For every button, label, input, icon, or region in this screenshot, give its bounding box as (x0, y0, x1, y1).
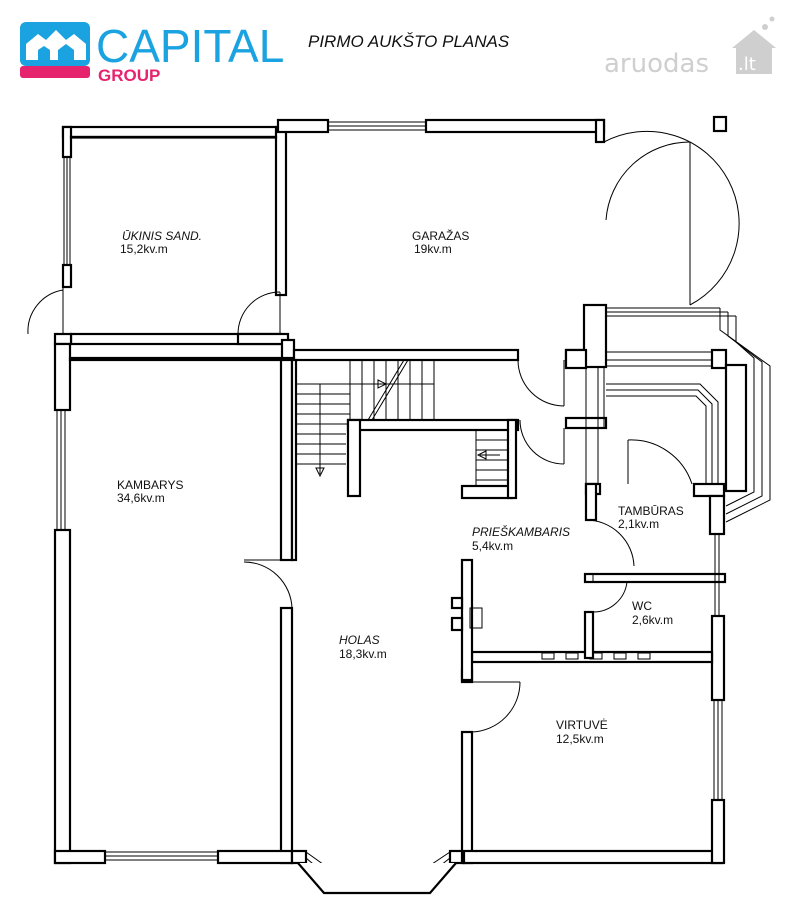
aruodas-watermark: aruodas .lt (604, 16, 776, 79)
logo-pink-bar (20, 66, 90, 78)
staircase (290, 358, 520, 562)
watermark-roof-icon (732, 30, 776, 48)
ukinis-door-arc (27, 289, 64, 335)
room-tamburas: TAMBŪRAS 2,1kv.m (618, 504, 684, 531)
watermark-house-badge (736, 46, 772, 74)
garage-door-left-arc (603, 130, 740, 306)
watermark-smoke-icon-2 (769, 16, 775, 22)
watermark-text: aruodas (604, 49, 709, 79)
doors (27, 130, 740, 733)
room-name: KAMBARYS (117, 478, 183, 492)
room-prieskambaris: PRIEŠKAMBARIS 5,4kv.m (472, 524, 570, 553)
prieskambaris-door-arc (585, 519, 635, 567)
logo-capital-text: CAPITAL (96, 20, 284, 72)
room-kambarys: KAMBARYS 34,6kv.m (117, 478, 183, 505)
house-icon (26, 30, 86, 60)
room-area: 19kv.m (414, 242, 452, 256)
room-name: TAMBŪRAS (618, 504, 684, 518)
room-name: HOLAS (339, 633, 380, 647)
ukinis-garage-door-arc (237, 291, 281, 335)
room-wc: WC 2,6kv.m (632, 599, 673, 627)
plan-title: PIRMO AUKŠTO PLANAS (308, 32, 510, 51)
room-ukinis: ŪKINIS SAND. 15,2kv.m (120, 229, 202, 256)
room-name: PRIEŠKAMBARIS (472, 524, 570, 539)
virtuve-door-arc (471, 681, 521, 733)
kambarys-door-arc (243, 561, 293, 609)
wc-door-arc (592, 581, 628, 613)
room-area: 34,6kv.m (117, 491, 165, 505)
room-name: GARAŽAS (412, 228, 469, 243)
room-area: 15,2kv.m (120, 242, 168, 256)
room-area: 2,1kv.m (618, 517, 659, 531)
porch-door-arc (519, 419, 565, 465)
room-name: VIRTUVĖ (556, 718, 608, 732)
watermark-smoke-icon (762, 24, 768, 30)
room-name: WC (632, 599, 652, 613)
capital-group-logo: CAPITAL GROUP (20, 20, 284, 85)
room-virtuve: VIRTUVĖ 12,5kv.m (556, 718, 608, 746)
room-area: 2,6kv.m (632, 613, 673, 627)
room-name: ŪKINIS SAND. (122, 229, 202, 243)
logo-group-text: GROUP (98, 66, 160, 85)
room-garazas: GARAŽAS 19kv.m (412, 228, 469, 256)
tamburas-door-arc (627, 439, 693, 485)
room-holas: HOLAS 18,3kv.m (339, 633, 387, 661)
watermark-tld: .lt (738, 54, 756, 75)
room-area: 18,3kv.m (339, 647, 387, 661)
walls (53, 115, 771, 895)
garage-hall-door-arc (517, 359, 565, 407)
room-area: 12,5kv.m (556, 732, 604, 746)
room-area: 5,4kv.m (472, 539, 513, 553)
